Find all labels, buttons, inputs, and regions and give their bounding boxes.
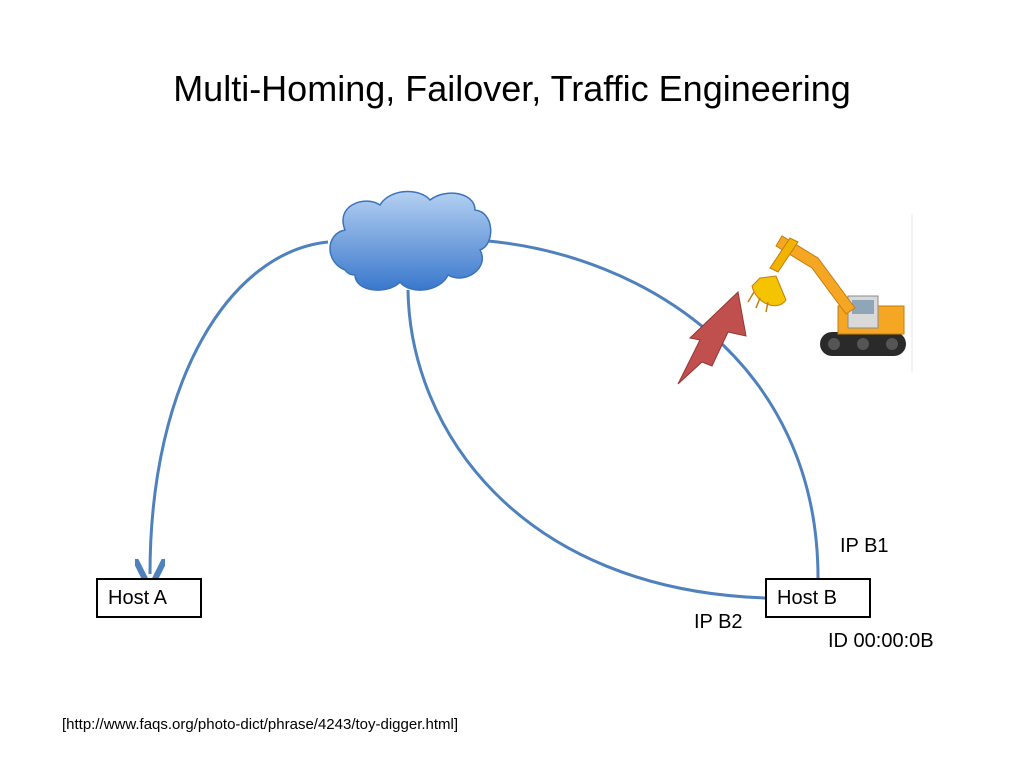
host-a-label: Host A: [108, 587, 167, 609]
link-cloud-to-host-a: [150, 240, 329, 574]
host-b-label: Host B: [777, 587, 838, 609]
excavator-image: [747, 214, 913, 372]
ip-b1-label: IP B1: [840, 535, 889, 557]
host-a-box: Host A: [96, 578, 202, 618]
host-b-id-label: ID 00:00:0B: [828, 630, 934, 652]
source-caption: [http://www.faqs.org/photo-dict/phrase/4…: [62, 716, 459, 733]
lightning-bolt-icon: [677, 290, 747, 385]
ip-b2-label: IP B2: [694, 611, 743, 633]
cloud-icon: [329, 190, 492, 291]
link-cloud-to-ip-b2: [406, 289, 767, 600]
page-title: Multi-Homing, Failover, Traffic Engineer…: [173, 68, 851, 109]
host-b-box: Host B: [765, 578, 871, 618]
